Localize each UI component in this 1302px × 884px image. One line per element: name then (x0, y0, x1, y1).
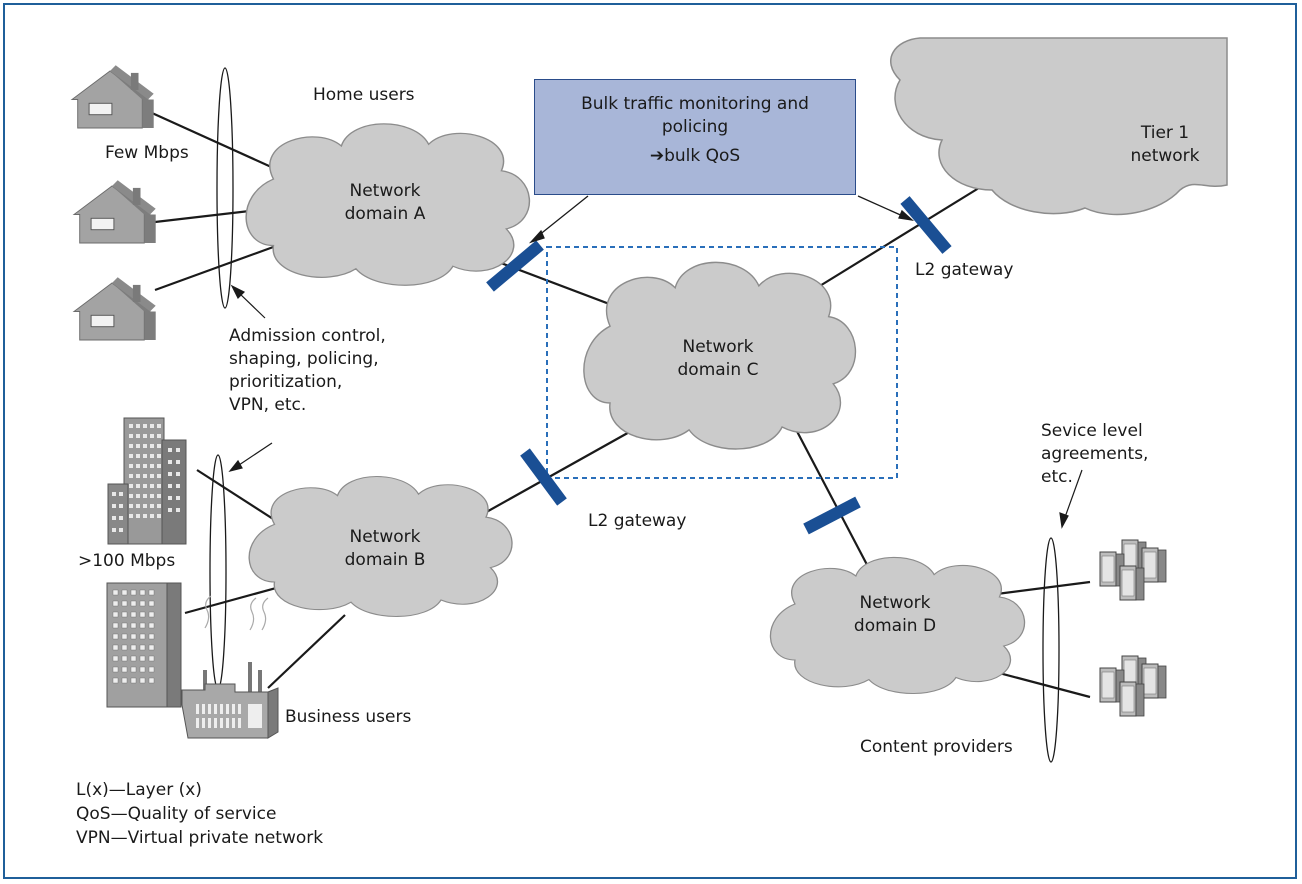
gateway-bar-icon (900, 196, 952, 254)
few-mbps-label: Few Mbps (105, 143, 189, 163)
sla-ellipse (1042, 537, 1060, 763)
admission-ellipse-business (209, 454, 227, 690)
policy-line-2: policing (661, 117, 729, 137)
link-domain-c-tier1 (809, 174, 1001, 293)
server-rack-icon (1099, 539, 1167, 601)
gateway-bar-icon (803, 496, 861, 535)
legend: L(x)—Layer (x) QoS—Quality of service VP… (76, 778, 323, 850)
policy-line-1: Bulk traffic monitoring and (581, 94, 809, 114)
policy-bulk-qos-text: bulk QoS (664, 146, 741, 166)
admission-arrow-home (237, 291, 266, 319)
gateway-bar-icon (520, 448, 567, 506)
sla-label: Sevice level agreements, etc. (1041, 421, 1149, 487)
link-domain-c-domain-d (789, 417, 876, 581)
bulk-qos-policy-box: Bulk traffic monitoring and policing ➔bu… (534, 79, 856, 195)
link-factory-domain-b (267, 614, 346, 689)
house-icon (71, 64, 155, 129)
admission-arrow-business (235, 442, 273, 468)
business-users-label: Business users (285, 707, 412, 727)
l2-gateway-label-top: L2 gateway (915, 260, 1014, 280)
gateway-bar-icon (486, 240, 544, 292)
house-icon (73, 179, 157, 244)
policy-line-3: ➔bulk QoS (535, 146, 855, 166)
policy-arrow-right (857, 195, 906, 218)
figure-frame (3, 3, 1297, 879)
sla-arrow (1063, 469, 1083, 521)
hundred-mbps-label: >100 Mbps (78, 551, 176, 571)
admission-ellipse-home (216, 67, 234, 309)
legend-item: VPN—Virtual private network (76, 828, 324, 848)
factory-icon (181, 595, 279, 739)
arrow-right-icon: ➔ (649, 146, 665, 166)
legend-item: QoS—Quality of service (76, 804, 277, 824)
policy-arrow-left (537, 195, 589, 237)
server-rack-icon (1099, 655, 1167, 717)
content-providers-label: Content providers (860, 737, 1013, 757)
office-building-icon (107, 417, 187, 545)
cloud-tier1 (889, 37, 1228, 216)
office-building-icon (106, 582, 182, 708)
domain-c-dashed-region (546, 246, 898, 479)
admission-control-label: Admission control, shaping, policing, pr… (229, 326, 386, 415)
l2-gateway-label-mid: L2 gateway (588, 511, 687, 531)
home-users-label: Home users (313, 85, 415, 105)
house-icon (73, 276, 157, 341)
legend-item: L(x)—Layer (x) (76, 780, 202, 800)
